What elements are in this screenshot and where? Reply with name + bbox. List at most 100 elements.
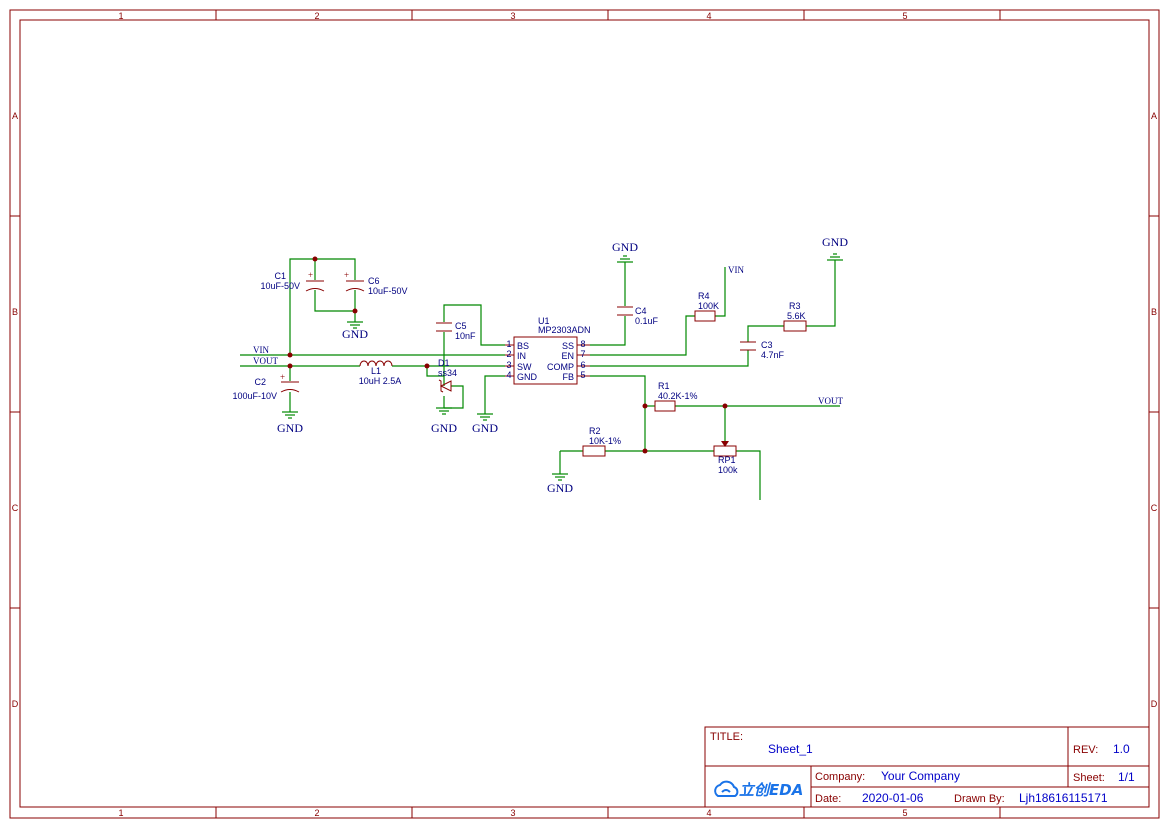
gnd-label: GND: [547, 481, 573, 495]
l1-value: 10uH 2.5A: [359, 376, 402, 386]
capacitor-c1[interactable]: + C1 10uF-50V: [260, 270, 325, 292]
r1-value: 40.2K-1%: [658, 391, 698, 401]
u1-pin-num: 2: [506, 349, 511, 359]
c6-value: 10uF-50V: [368, 286, 408, 296]
inductor-l1[interactable]: L1 10uH 2.5A: [359, 360, 402, 386]
eda-logo: 立创EDA: [739, 781, 803, 799]
d1-value: ss34: [438, 368, 457, 378]
frame-row-label: A: [1151, 111, 1157, 121]
title-block: TITLE: Sheet_1 REV: 1.0 Company: Your Co…: [704, 726, 1150, 808]
u1-pin-num: 1: [506, 339, 511, 349]
diode-d1[interactable]: D1 ss34: [438, 358, 457, 393]
gnd-symbol: GND: [342, 321, 368, 341]
c3-value: 4.7nF: [761, 350, 785, 360]
gnd-symbol: GND: [277, 411, 303, 435]
date-value: 2020-01-06: [862, 791, 924, 805]
potentiometer-rp1[interactable]: RP1 100k: [713, 441, 738, 475]
resistor-r1[interactable]: R1 40.2K-1%: [654, 381, 698, 412]
c1-ref: C1: [274, 271, 286, 281]
frame-row-label: B: [12, 307, 18, 317]
capacitor-c2[interactable]: + C2 100uF-10V: [232, 372, 300, 401]
frame-col-label: 4: [706, 808, 711, 818]
frame-col-label: 2: [314, 11, 319, 21]
net-label-vout: VOUT: [253, 356, 278, 366]
frame-col-label: 2: [314, 808, 319, 818]
gnd-label: GND: [277, 421, 303, 435]
resistor-r2[interactable]: R2 10K-1%: [582, 426, 621, 457]
net-label-vout: VOUT: [818, 396, 843, 406]
svg-text:+: +: [344, 270, 349, 280]
frame-row-label: D: [12, 699, 19, 709]
drawing-frame: 1 2 3 4 5 1 2 3 4 5 A B C D A B C D: [9, 9, 1160, 819]
r1-ref: R1: [658, 381, 670, 391]
c6-ref: C6: [368, 276, 380, 286]
svg-text:+: +: [280, 372, 285, 382]
gnd-label: GND: [472, 421, 498, 435]
gnd-label: GND: [612, 240, 638, 254]
c5-value: 10nF: [455, 331, 476, 341]
u1-pin-num: 7: [580, 349, 585, 359]
capacitor-c6[interactable]: + C6 10uF-50V: [344, 270, 408, 296]
company-label: Company:: [815, 771, 865, 783]
gnd-symbol: GND: [472, 413, 498, 435]
u1-pin-num: 3: [506, 360, 511, 370]
gnd-label: GND: [822, 235, 848, 249]
frame-row-label: C: [1151, 503, 1158, 513]
ic-u1[interactable]: U1 MP2303ADN 1 BS 2 IN 3 SW 4 GND 8 SS 7…: [505, 316, 591, 385]
net-label-vin: VIN: [253, 345, 269, 355]
c1-value: 10uF-50V: [260, 281, 300, 291]
r4-ref: R4: [698, 291, 710, 301]
frame-col-label: 4: [706, 11, 711, 21]
gnd-symbol: GND: [547, 473, 573, 495]
resistor-r3[interactable]: R3 5.6K: [783, 301, 807, 332]
frame-col-label: 3: [510, 808, 515, 818]
gnd-symbol: GND: [431, 407, 457, 435]
u1-pin-name: BS: [517, 341, 529, 351]
u1-pin-name: EN: [561, 351, 574, 361]
c4-ref: C4: [635, 306, 647, 316]
u1-pin-name: IN: [517, 351, 526, 361]
gnd-symbol: GND: [612, 240, 638, 263]
net-label-vin: VIN: [728, 265, 744, 275]
frame-row-label: A: [12, 111, 18, 121]
u1-pin-num: 4: [506, 370, 511, 380]
rp1-value: 100k: [718, 465, 738, 475]
l1-ref: L1: [371, 366, 381, 376]
capacitor-c5[interactable]: C5 10nF: [436, 321, 476, 341]
c5-ref: C5: [455, 321, 467, 331]
cloud-icon: [714, 780, 739, 797]
gnd-symbol: GND: [822, 235, 848, 261]
wires: [240, 258, 840, 500]
u1-ref: U1: [538, 316, 550, 326]
c4-value: 0.1uF: [635, 316, 659, 326]
sheet-value: 1/1: [1118, 770, 1135, 784]
frame-col-label: 3: [510, 11, 515, 21]
drawn-by-label: Drawn By:: [954, 793, 1005, 805]
company-value: Your Company: [881, 769, 960, 783]
u1-pin-name: GND: [517, 372, 538, 382]
r3-ref: R3: [789, 301, 801, 311]
u1-pin-name: FB: [562, 372, 574, 382]
c2-ref: C2: [254, 377, 266, 387]
capacitor-c4[interactable]: C4 0.1uF: [617, 306, 659, 326]
u1-pin-name: SS: [562, 341, 574, 351]
gnd-label: GND: [431, 421, 457, 435]
frame-row-label: C: [12, 503, 19, 513]
r4-value: 100K: [698, 301, 719, 311]
u1-pin-num: 8: [580, 339, 585, 349]
frame-col-label: 5: [902, 11, 907, 21]
u1-pin-num: 6: [580, 360, 585, 370]
frame-col-label: 1: [118, 808, 123, 818]
date-label: Date:: [815, 793, 841, 805]
u1-pin-num: 5: [580, 370, 585, 380]
junctions: [287, 256, 728, 454]
r3-value: 5.6K: [787, 311, 806, 321]
resistor-r4[interactable]: R4 100K: [694, 291, 719, 322]
rev-label: REV:: [1073, 744, 1098, 756]
frame-row-label: D: [1151, 699, 1158, 709]
frame-col-label: 5: [902, 808, 907, 818]
capacitor-c3[interactable]: C3 4.7nF: [740, 340, 785, 360]
sheet-title: Sheet_1: [768, 742, 813, 756]
u1-pin-name: COMP: [547, 362, 574, 372]
